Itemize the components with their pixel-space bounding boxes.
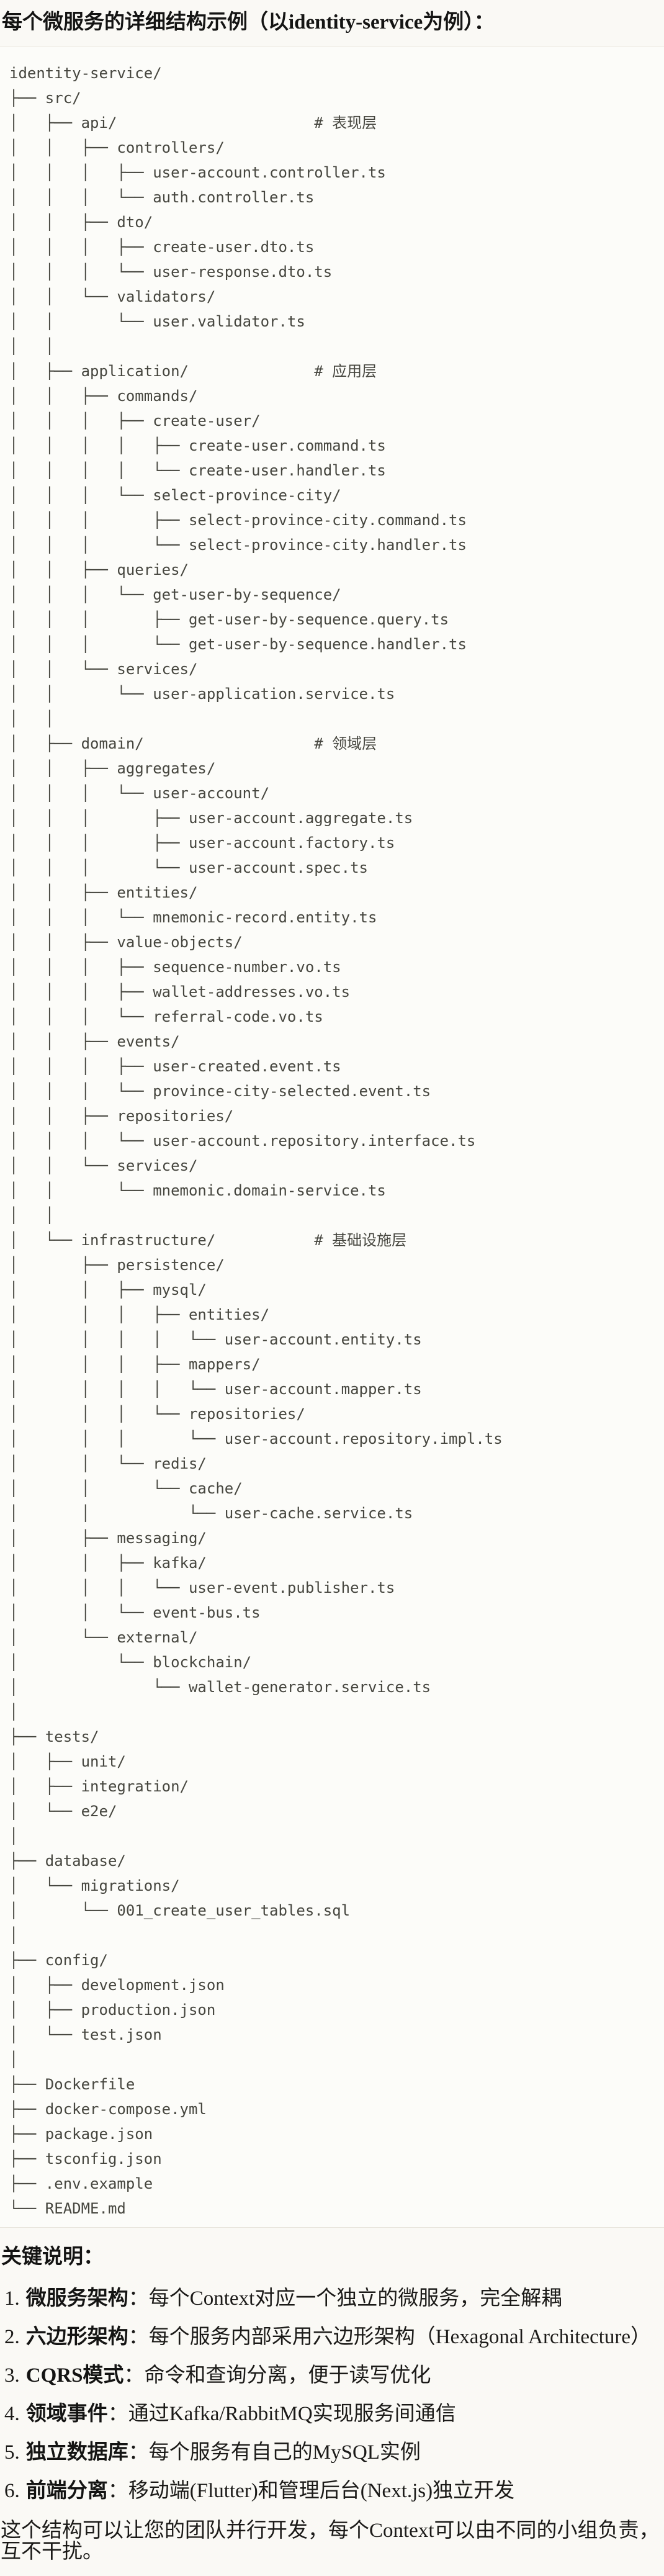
note-label: 六边形架构 (25, 2326, 128, 2348)
note-text: ：每个服务内部采用六边形架构（Hexagonal Architecture） (128, 2326, 652, 2348)
note-number: 5. (4, 2441, 20, 2464)
note-label: 独立数据库 (25, 2441, 128, 2464)
note-number: 2. (4, 2326, 20, 2348)
note-number: 3. (4, 2364, 20, 2387)
closing-paragraph: 这个结构可以让您的团队并行开发，每个Context可以由不同的小组负责，互不干扰… (1, 2520, 660, 2563)
note-label: 微服务架构 (25, 2287, 128, 2310)
note-item: 5.独立数据库：每个服务有自己的MySQL实例 (4, 2442, 664, 2463)
note-text: ：命令和查询分离，便于读写优化 (123, 2364, 431, 2387)
note-item: 6.前端分离：移动端(Flutter)和管理后台(Next.js)独立开发 (4, 2480, 664, 2502)
note-item: 4.领域事件：通过Kafka/RabbitMQ实现服务间通信 (4, 2403, 664, 2425)
note-label: 领域事件 (25, 2403, 108, 2425)
note-item: 2.六边形架构：每个服务内部采用六边形架构（Hexagonal Architec… (4, 2326, 664, 2348)
note-text: ：每个服务有自己的MySQL实例 (128, 2441, 421, 2464)
note-label: 前端分离 (25, 2480, 108, 2502)
note-label: CQRS模式 (25, 2364, 124, 2387)
note-text: ：每个Context对应一个独立的微服务，完全解耦 (128, 2287, 562, 2310)
note-text: ：移动端(Flutter)和管理后台(Next.js)独立开发 (107, 2480, 515, 2502)
note-number: 6. (4, 2480, 20, 2502)
note-number: 4. (4, 2403, 20, 2425)
code-block: identity-service/ ├── src/ │ ├── api/ # … (0, 47, 664, 2228)
note-number: 1. (4, 2287, 20, 2310)
note-item: 3.CQRS模式：命令和查询分离，便于读写优化 (4, 2365, 664, 2386)
notes-list: 1.微服务架构：每个Context对应一个独立的微服务，完全解耦 2.六边形架构… (0, 2288, 664, 2502)
notes-heading: 关键说明： (1, 2246, 104, 2268)
note-item: 1.微服务架构：每个Context对应一个独立的微服务，完全解耦 (4, 2288, 664, 2309)
file-tree: identity-service/ ├── src/ │ ├── api/ # … (9, 65, 503, 2217)
page-title: 每个微服务的详细结构示例（以identity-service为例）： (2, 11, 495, 34)
document: 每个微服务的详细结构示例（以identity-service为例）： ident… (0, 10, 664, 2576)
note-text: ：通过Kafka/RabbitMQ实现服务间通信 (107, 2403, 456, 2425)
